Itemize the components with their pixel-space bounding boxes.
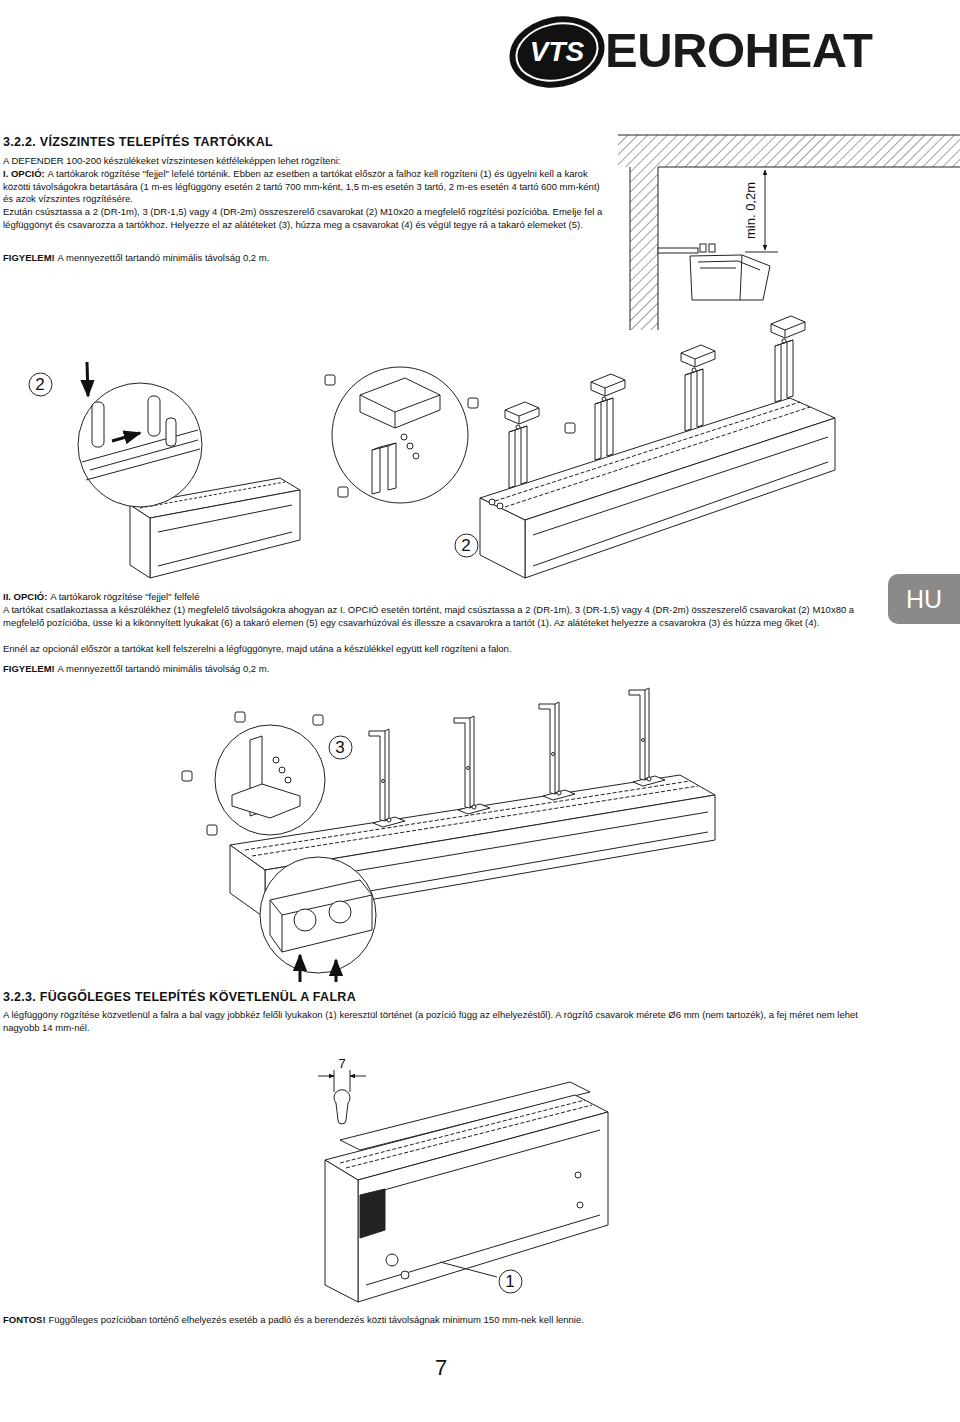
section-heading: 3.2.2. VÍZSZINTES TELEPÍTÉS TARTÓKKAL	[3, 135, 273, 149]
logo-ring	[511, 16, 603, 88]
text-block: EUROHEAT	[605, 24, 872, 76]
callout-number: 2	[28, 372, 53, 397]
bold-lead: FIGYELEM!	[3, 663, 55, 674]
body-text: A DEFENDER 100-200 készülékeket vízszint…	[3, 155, 340, 166]
body-text: Ennél az opcionál először a tartókat kel…	[3, 643, 512, 654]
heading-block: 3.2.3. FÜGGŐLEGES TELEPÍTÉS KÖVETLENÜL A…	[3, 990, 356, 1004]
text-block: Ennél az opcionál először a tartókat kel…	[3, 643, 875, 656]
body-text: A mennyezettől tartandó minimális távols…	[58, 252, 270, 263]
brand-name: EUROHEAT	[605, 23, 872, 77]
section-heading: 3.2.3. FÜGGŐLEGES TELEPÍTÉS KÖVETLENÜL A…	[3, 990, 356, 1004]
body-text: A mennyezettől tartandó minimális távols…	[58, 663, 270, 674]
text-block: A tartókat csatlakoztassa a készülékhez …	[3, 604, 875, 629]
text-block: 7	[435, 1357, 447, 1379]
body-text: A tartókat csatlakoztassa a készülékhez …	[3, 604, 854, 628]
callout-number-text: 3	[335, 739, 344, 756]
body-text: Függőleges pozícióban történő elhelyezés…	[48, 1314, 583, 1325]
text-block: FIGYELEM!A mennyezettől tartandó minimál…	[3, 252, 608, 265]
bold-lead: FIGYELEM!	[3, 252, 55, 263]
text-block: min. 0,2m	[744, 181, 757, 238]
bold-lead: II. OPCIÓ:	[3, 591, 47, 602]
text-block: FIGYELEM!A mennyezettől tartandó minimál…	[3, 663, 875, 676]
text-block: Ezután csúsztassa a 2 (DR-1m), 3 (DR-1,5…	[3, 206, 608, 231]
bold-lead: FONTOS!	[3, 1314, 46, 1325]
callout-circle	[499, 1270, 522, 1293]
callout-circle	[455, 534, 478, 557]
text-block: A DEFENDER 100-200 készülékeket vízszint…	[3, 155, 608, 168]
page-number: 7	[435, 1355, 447, 1380]
dimension-label: min. 0,2m	[743, 181, 758, 238]
body-text: Ezután csúsztassa a 2 (DR-1m), 3 (DR-1,5…	[3, 206, 602, 230]
language-tab: HU	[888, 574, 960, 624]
body-text: A légfüggöny rögzítése közvetlenül a fal…	[3, 1009, 858, 1033]
callout-circle	[329, 736, 352, 759]
text-block: II. OPCIÓ:A tartókarok rögzítése "fejjel…	[3, 591, 875, 604]
callout-circle	[29, 373, 52, 396]
text-block: FONTOS!Függőleges pozícióban történő elh…	[3, 1314, 885, 1327]
bold-lead: I. OPCIÓ:	[3, 168, 45, 179]
callout-number-text: 1	[505, 1273, 514, 1290]
callout-number: 1	[498, 1269, 523, 1294]
callout-number-text: 2	[461, 537, 470, 554]
text-block: A légfüggöny rögzítése közvetlenül a fal…	[3, 1009, 885, 1034]
brand-logo-text: VTS	[530, 38, 584, 66]
callout-number: 3	[328, 735, 353, 760]
language-tab-text: HU	[906, 587, 942, 612]
callout-number-text: 2	[35, 376, 44, 393]
dimension-label: 7	[338, 1056, 345, 1071]
text-block: 7	[338, 1057, 345, 1070]
brand-logo: VTS	[508, 16, 606, 88]
logo-oval	[503, 8, 611, 96]
body-text: A tartókarok rögzítése "fejjel" lefelé t…	[3, 168, 600, 204]
body-text: A tartókarok rögzítése "fejjel" felfelé	[50, 591, 199, 602]
text-block: I. OPCIÓ:A tartókarok rögzítése "fejjel"…	[3, 168, 608, 206]
callout-number: 2	[454, 533, 479, 558]
